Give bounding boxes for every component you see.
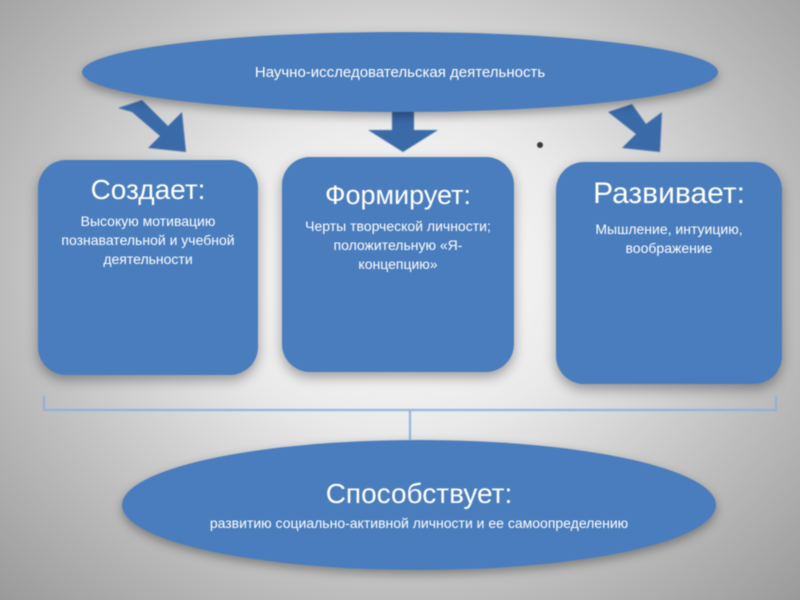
bottom-oval: Способствует: развитию социально-активно… bbox=[122, 440, 716, 570]
box-forms-heading: Формирует: bbox=[324, 180, 472, 210]
box-develops-heading: Развивает: bbox=[593, 177, 745, 210]
box-forms-body: Черты творческой личности; положительную… bbox=[305, 218, 491, 272]
box-creates-heading: Создает: bbox=[90, 174, 206, 205]
box-develops-body: Мышление, интуицию, воображение bbox=[595, 221, 743, 256]
box-creates: Создает: Высокую мотивацию познавательно… bbox=[38, 160, 258, 375]
box-forms: Формирует: Черты творческой личности; по… bbox=[282, 157, 514, 372]
top-oval: Научно-исследовательская деятельность bbox=[82, 32, 718, 112]
box-develops: Развивает: Мышление, интуицию, воображен… bbox=[556, 162, 782, 384]
top-oval-label: Научно-исследовательская деятельность bbox=[254, 63, 546, 81]
box-creates-body: Высокую мотивацию познавательной и учебн… bbox=[61, 213, 235, 267]
arrow-down-icon bbox=[368, 110, 438, 152]
bottom-oval-heading: Способствует: bbox=[325, 477, 513, 509]
bracket bbox=[43, 396, 777, 440]
arrow-right-icon bbox=[608, 104, 662, 152]
dot-mark bbox=[537, 142, 543, 148]
arrow-left-icon bbox=[118, 100, 186, 152]
bottom-oval-body: развитию социально-активной личности и е… bbox=[209, 514, 629, 531]
